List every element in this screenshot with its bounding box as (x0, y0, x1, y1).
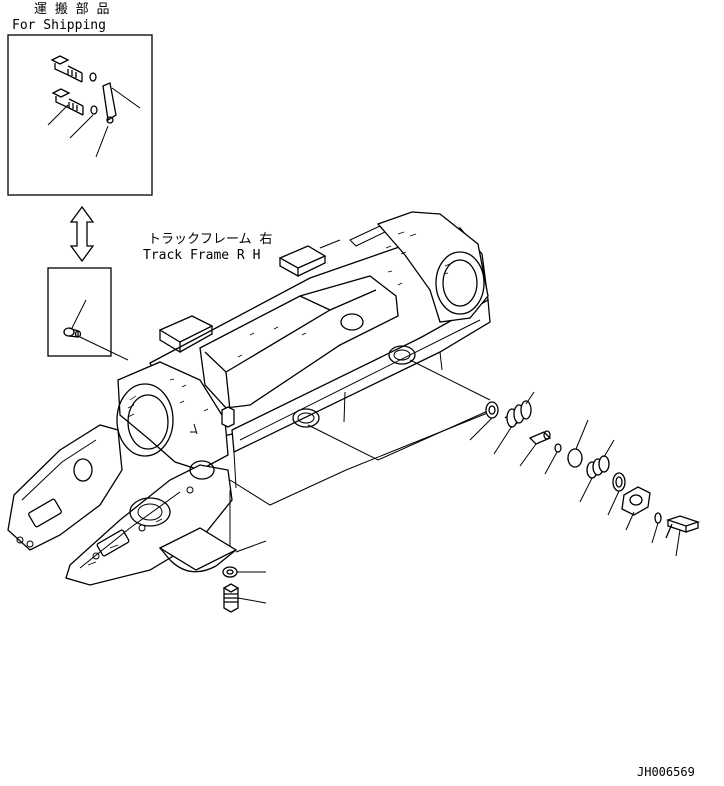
lower-bolt (222, 583, 240, 613)
double-arrow (69, 205, 95, 263)
leader-shipping-plate (111, 87, 141, 109)
exploded-washer (654, 512, 662, 524)
frame-hole-3 (340, 313, 364, 331)
front-arm-slot (28, 498, 62, 528)
leader-spring (525, 391, 535, 405)
exploded-spring (504, 400, 532, 428)
drawing-number: JH006569 (637, 765, 695, 779)
plug-detail-box (47, 267, 112, 357)
explode-line-upper (409, 359, 491, 401)
leader-small-washer (544, 451, 558, 475)
leader-shipping-plate-bolt (95, 125, 109, 158)
leader-spring-2 (603, 439, 615, 458)
rear-housing (376, 211, 489, 323)
front-arm (7, 424, 123, 551)
track-frame-label-jp: トラックフレーム 右 (148, 232, 272, 247)
plug-detail-group (47, 267, 129, 361)
exploded-small-washer (554, 443, 562, 453)
leader-washer (651, 522, 659, 544)
leader-cover-plate (625, 511, 635, 531)
rear-arm-plate (129, 497, 171, 527)
leader-spring-2-base (579, 477, 593, 503)
leader-shipping-bolt (47, 104, 69, 126)
top-plate-rear (278, 245, 327, 269)
exploded-pin (528, 430, 552, 445)
shipping-bolt-2 (51, 88, 98, 116)
plug-icon (63, 327, 82, 338)
exploded-bolt (665, 515, 701, 539)
shipping-parts-box (7, 34, 153, 196)
front-arm-hole (73, 458, 93, 482)
frame-hole-2 (388, 345, 416, 365)
track-frame-cover (199, 275, 399, 409)
track-frame (7, 211, 491, 586)
leader-shipping-washer (69, 114, 94, 139)
shipping-plate (102, 82, 117, 124)
plug-to-frame-line (79, 336, 129, 361)
top-fitting (221, 406, 235, 428)
leader-lower-bolt (237, 597, 267, 604)
rear-bore-inner (442, 259, 478, 307)
exploded-parts (229, 359, 701, 557)
lower-washer (222, 566, 238, 578)
leader-bushing (575, 419, 589, 450)
leader-bolt (675, 529, 681, 557)
shipping-title-jp: 運 搬 部 品 (34, 2, 109, 17)
explode-line-lower (307, 409, 491, 461)
track-frame-label-en: Track Frame R H (143, 248, 260, 263)
exploded-bushing (567, 448, 583, 468)
shipping-bolt-1 (50, 55, 97, 83)
leader-lower-cover (235, 540, 267, 553)
front-bore-inner (127, 394, 169, 450)
lower-port (189, 460, 215, 480)
leader-pin (519, 443, 537, 467)
exploded-ring (485, 401, 499, 419)
leader-ring (469, 417, 493, 441)
frame-hole-1 (292, 408, 320, 428)
front-bore-outer (116, 383, 174, 457)
lower-cover-group (158, 527, 267, 613)
shipping-title-en: For Shipping (12, 18, 106, 33)
leader-seal (607, 490, 620, 516)
exploded-cover-plate (621, 486, 651, 516)
leader-plug (71, 299, 87, 329)
exploded-spring-2 (586, 455, 610, 479)
leader-spring-base (493, 425, 513, 455)
exploded-seal (612, 472, 626, 492)
shipping-parts-group: 運 搬 部 品 For Shipping (7, 2, 153, 196)
explode-line-bottom (229, 411, 491, 506)
rear-bore-outer (435, 251, 485, 315)
rear-arm-slot (96, 529, 130, 557)
